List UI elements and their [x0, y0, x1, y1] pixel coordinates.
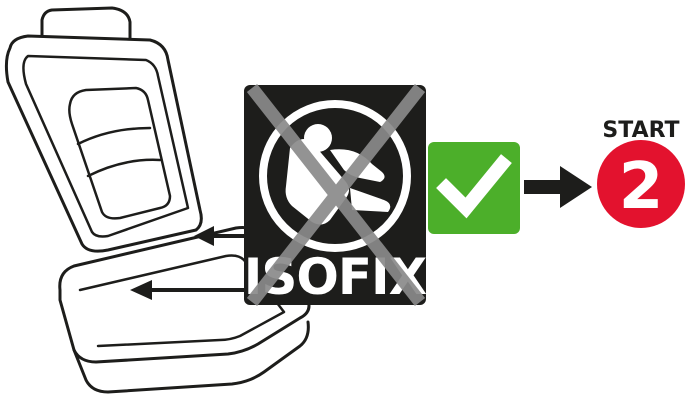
check-badge	[428, 142, 520, 234]
start-label: START	[602, 118, 679, 143]
next-arrow-shaft	[524, 180, 566, 194]
next-arrow	[524, 166, 592, 208]
next-arrow-head	[560, 166, 592, 208]
step-number: 2	[619, 150, 664, 224]
start-step: START 2	[597, 118, 685, 228]
isofix-panel: ISOFIX	[244, 85, 427, 306]
